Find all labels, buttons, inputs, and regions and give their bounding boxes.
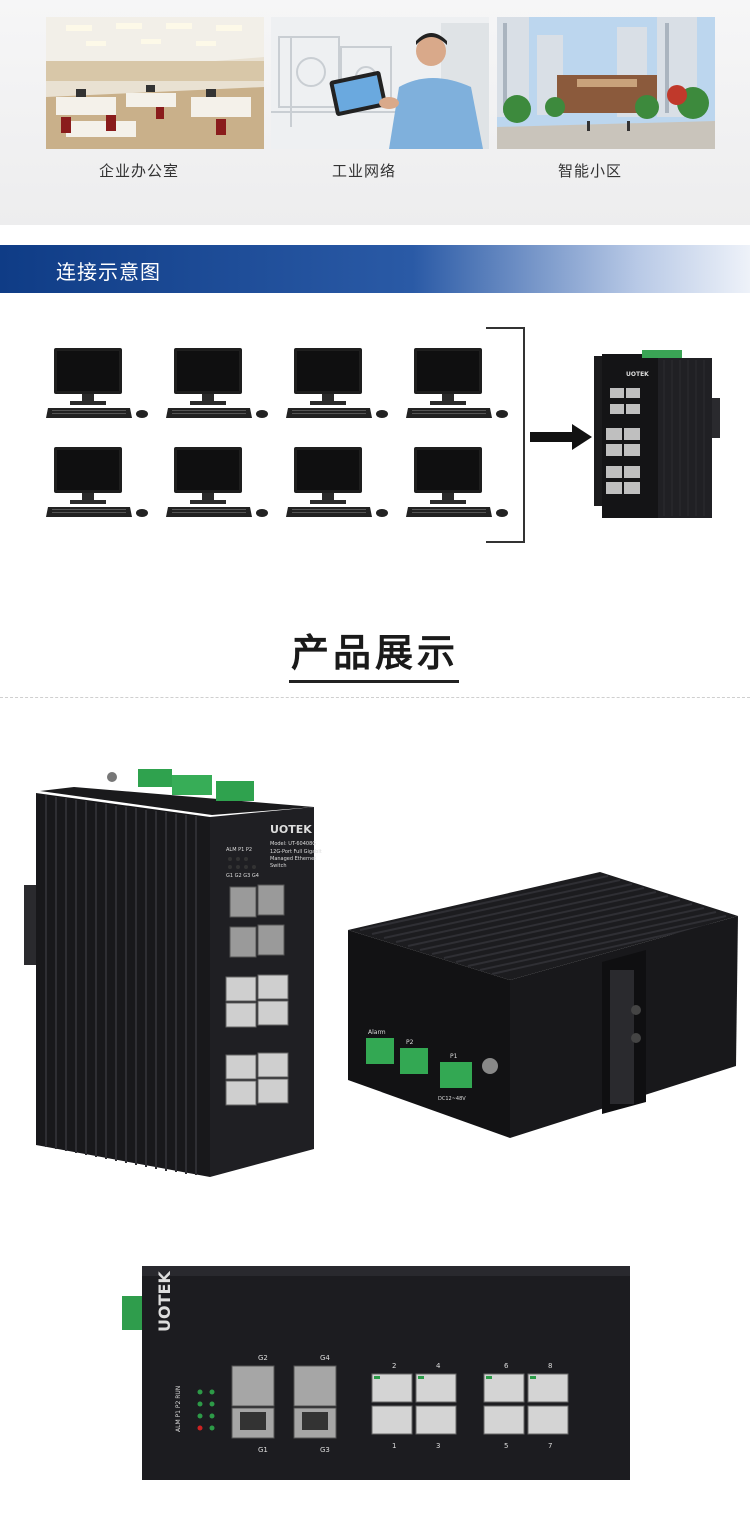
port-label-2: 2: [392, 1362, 396, 1370]
port-label-5: 5: [504, 1442, 508, 1450]
scene-label-community: 智能小区: [557, 162, 622, 180]
port-label-1: 1: [392, 1442, 396, 1450]
computer-icon: [406, 346, 516, 426]
rear-p1-label: P1: [450, 1053, 458, 1060]
product-title-underline: [289, 680, 459, 683]
thumb-brand: UOTEK: [626, 371, 649, 378]
computer-icon: [286, 346, 396, 426]
industrial-photo: [271, 17, 489, 149]
application-scenes: 企业办公室 工业网络: [0, 0, 750, 225]
port-label-6: 6: [504, 1362, 509, 1370]
front-led-row-1: ALM P1 P2: [226, 847, 252, 853]
diagram-title: 连接示意图: [56, 260, 161, 284]
sfp-label-g1: G1: [258, 1446, 268, 1454]
front-desc-1: 12G-Port Full Gigabit: [270, 849, 322, 855]
front-brand: UOTEK: [270, 823, 312, 836]
port-label-4: 4: [436, 1362, 441, 1370]
product-title: 产品展示: [290, 631, 459, 675]
front-model: Model: UT-60408G: [270, 841, 316, 847]
port-label-8: 8: [548, 1362, 552, 1370]
computer-icon: [166, 346, 276, 426]
switch-rear-view: Alarm P2 P1 DC12~48V: [340, 870, 745, 1140]
section-divider: [0, 697, 750, 698]
switch-thumbnail: UOTEK: [592, 348, 722, 520]
panel-led-labels: ALM P1 P2 RUN: [175, 1386, 182, 1432]
front-desc-2: Managed Ethernet: [270, 856, 316, 862]
right-arrow-icon: [530, 424, 592, 450]
diagram-banner: 连接示意图: [0, 245, 750, 293]
pc-group-bracket: [486, 327, 525, 543]
switch-front-view: UOTEK Model: UT-60408G 12G-Port Full Gig…: [22, 765, 322, 1180]
front-led-row-2: G1 G2 G3 G4: [226, 873, 259, 879]
computer-icon: [406, 445, 516, 525]
sfp-label-g3: G3: [320, 1446, 330, 1454]
rear-power-label: DC12~48V: [438, 1096, 466, 1102]
port-label-7: 7: [548, 1442, 552, 1450]
front-desc-3: Switch: [270, 863, 287, 869]
computer-icon: [46, 445, 156, 525]
computer-icon: [46, 346, 156, 426]
scene-label-office: 企业办公室: [98, 162, 179, 180]
community-photo: [497, 17, 715, 149]
port-label-3: 3: [436, 1442, 440, 1450]
rear-p2-label: P2: [406, 1039, 414, 1046]
panel-brand: UOTEK: [155, 1271, 174, 1332]
switch-panel-view: UOTEK ALM P1 P2 RUN: [120, 1262, 630, 1482]
scene-label-industrial: 工业网络: [331, 162, 396, 180]
computer-icon: [286, 445, 396, 525]
sfp-label-g2: G2: [258, 1354, 268, 1362]
sfp-label-g4: G4: [320, 1354, 330, 1362]
computer-icon: [166, 445, 276, 525]
rear-alarm-label: Alarm: [368, 1029, 386, 1036]
office-photo: [46, 17, 264, 149]
